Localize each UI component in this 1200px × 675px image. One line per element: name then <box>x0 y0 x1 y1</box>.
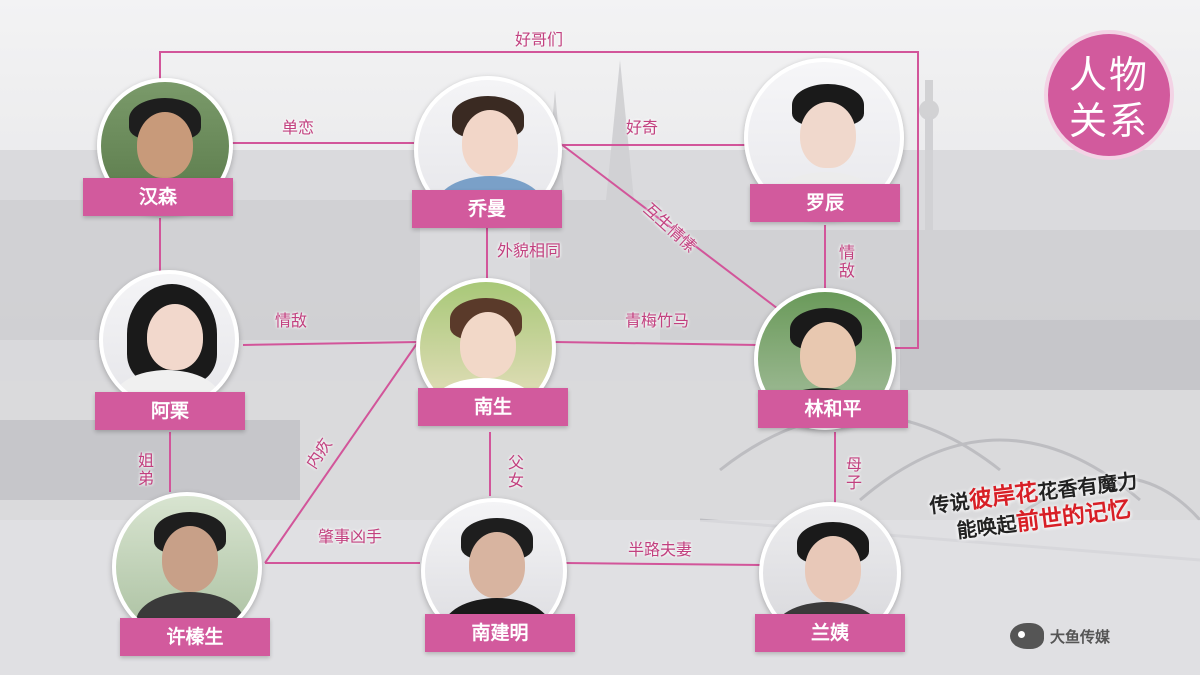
name-bar: 许榛生 <box>120 618 270 656</box>
name-bar: 南建明 <box>425 614 575 652</box>
brand-name: 大鱼传媒 <box>1050 627 1111 646</box>
person-xuzhensheng: 许榛生 <box>112 492 270 656</box>
name-bar: 兰姨 <box>755 614 905 652</box>
person-nanjianming: 南建明 <box>421 498 575 652</box>
name-bar: 罗辰 <box>750 184 900 222</box>
rel-label-funv: 父女 <box>507 453 524 490</box>
avatar <box>99 270 239 410</box>
person-qiaoman: 乔曼 <box>412 76 562 228</box>
person-linheping: 林和平 <box>754 284 908 434</box>
rel-label-qingmeizhuma: 青梅竹马 <box>625 311 690 330</box>
line-neijiu <box>264 341 419 564</box>
person-lanyi: 兰姨 <box>755 502 905 652</box>
line-banlufuqi <box>564 562 763 566</box>
name-bar: 南生 <box>418 388 568 426</box>
line-qingdi-ali <box>242 341 419 346</box>
line-haogemen <box>159 51 919 349</box>
name-bar: 汉森 <box>83 178 233 216</box>
rel-label-waimaoxiangtong: 外貌相同 <box>497 241 562 260</box>
rel-label-muzi: 母子 <box>845 455 862 492</box>
line-hushengqingsu <box>556 140 791 319</box>
rel-label-zhaoshixiongshou: 肇事凶手 <box>318 527 383 546</box>
rel-label-haoqi: 好奇 <box>626 118 659 137</box>
person-hansen: 汉森 <box>83 78 233 228</box>
name-bar: 林和平 <box>758 390 908 428</box>
title-line-1: 人物 <box>1068 53 1149 97</box>
rel-label-jiedi: 姐弟 <box>137 451 154 488</box>
tagline-prefix-1: 传说 <box>928 489 971 518</box>
line-qingmeizhuma <box>554 341 759 346</box>
rel-label-danlian: 单恋 <box>282 118 315 137</box>
tagline-prefix-2: 能唤起 <box>955 511 1018 543</box>
avatar <box>112 492 262 642</box>
rel-label-banlufuqi: 半路夫妻 <box>628 540 693 559</box>
title-line-2: 关系 <box>1068 99 1149 143</box>
title-badge: 人物 关系 <box>1044 30 1174 160</box>
person-luochen: 罗辰 <box>744 58 904 222</box>
rel-label-qingdi-luo: 情敌 <box>838 243 855 280</box>
fish-icon <box>1010 623 1044 649</box>
name-bar: 乔曼 <box>412 190 562 228</box>
person-ali: 阿栗 <box>95 270 245 430</box>
person-nansheng: 南生 <box>416 278 568 428</box>
name-bar: 阿栗 <box>95 392 245 430</box>
rel-label-haogemen: 好哥们 <box>515 30 564 49</box>
rel-label-qingdi-ali: 情敌 <box>275 311 308 330</box>
brand-logo: 大鱼传媒 <box>1010 618 1110 654</box>
